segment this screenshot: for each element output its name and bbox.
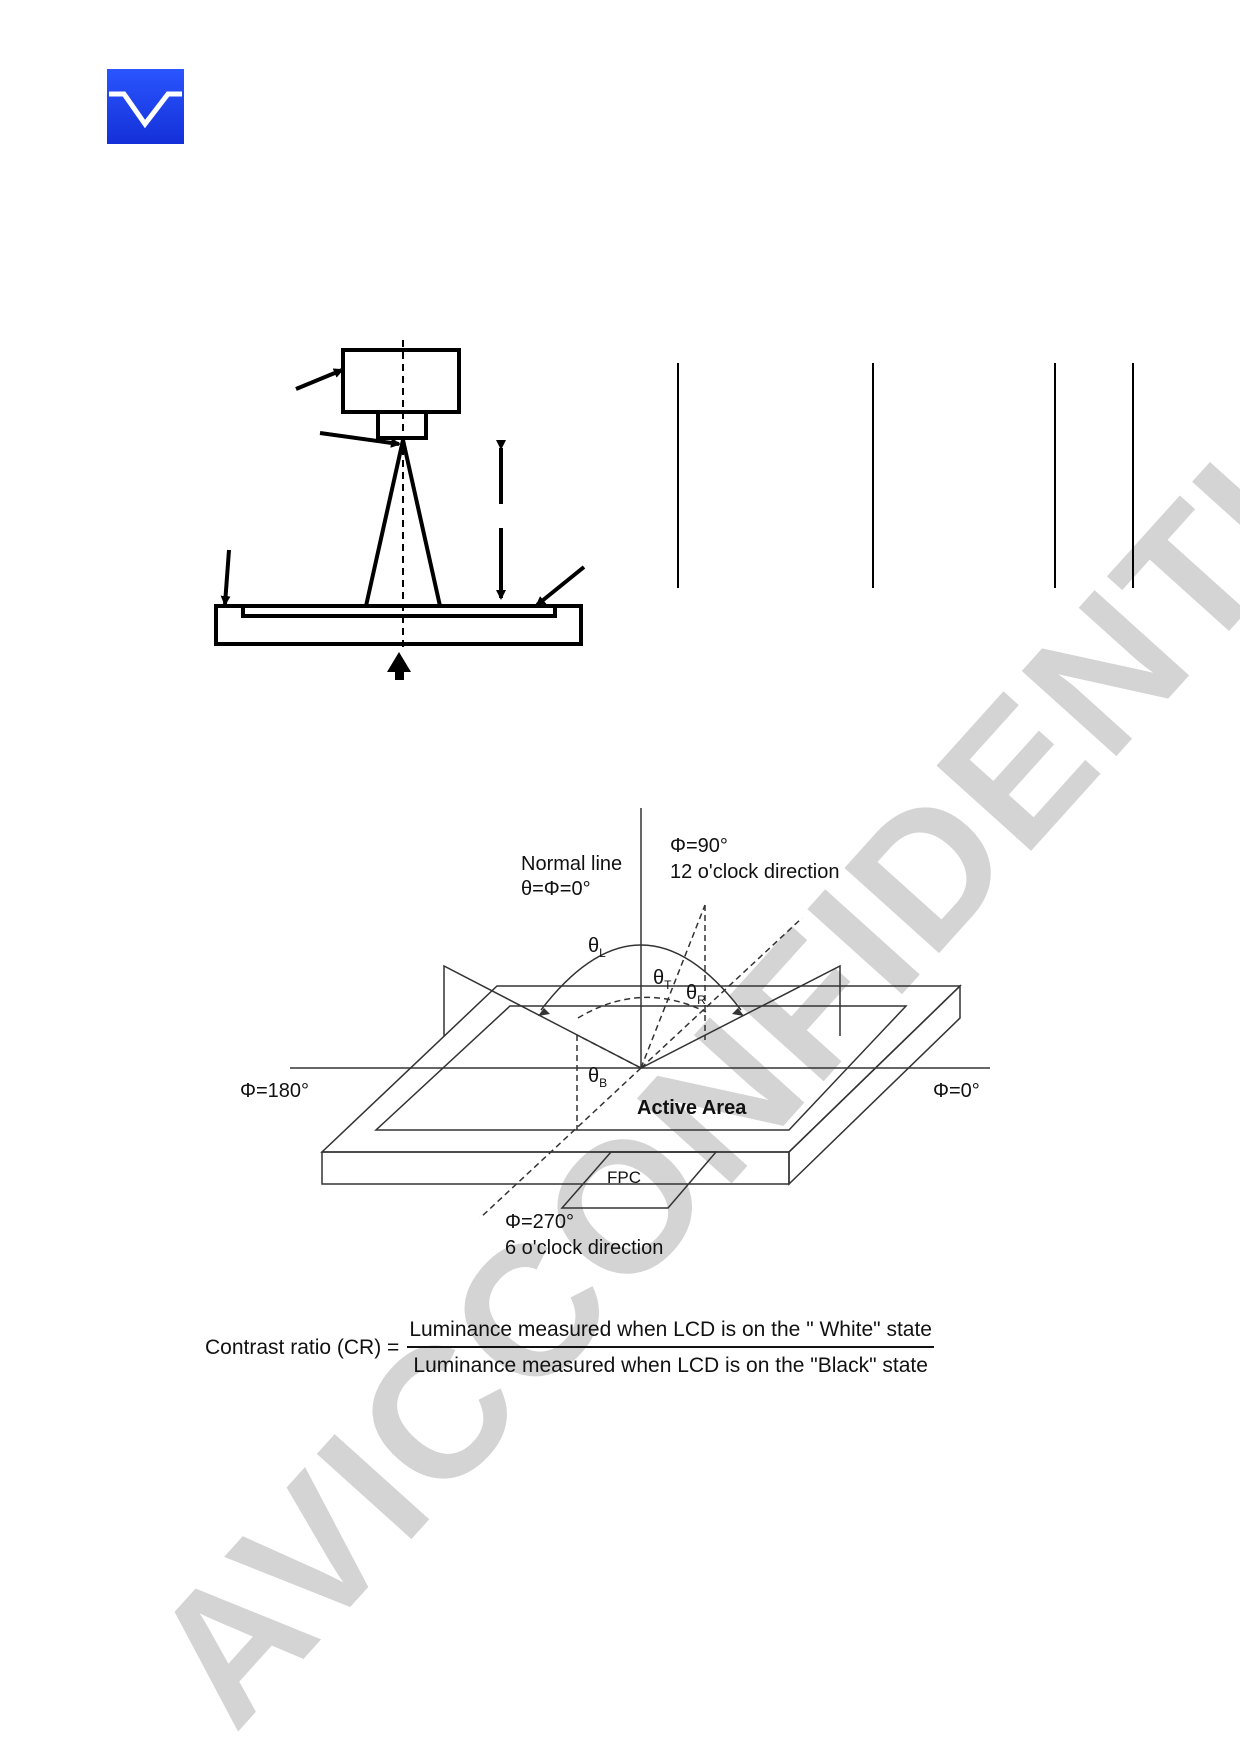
label-theta-r: θR: [686, 982, 706, 1007]
formula-denominator: Luminance measured when LCD is on the "B…: [413, 1354, 928, 1377]
label-theta-l: θL: [588, 935, 606, 960]
label-phi-0: Φ=0°: [933, 1080, 980, 1102]
label-phi-180: Φ=180°: [240, 1080, 309, 1102]
label-phi-90: Φ=90°: [670, 835, 728, 857]
label-phi-270: Φ=270°: [505, 1211, 574, 1233]
label-12-oclock: 12 o'clock direction: [670, 861, 839, 883]
label-active-area: Active Area: [637, 1097, 747, 1119]
contrast-ratio-formula: Contrast ratio (CR) = Luminance measured…: [205, 1318, 934, 1378]
label-normal-theta: θ=Φ=0°: [521, 878, 591, 900]
label-theta-b: θB: [588, 1065, 607, 1090]
formula-fraction: Luminance measured when LCD is on the " …: [407, 1318, 934, 1378]
label-theta-t: θT: [653, 967, 672, 992]
viewing-angle-diagram: Normal line θ=Φ=0° Φ=90° 12 o'clock dire…: [240, 808, 990, 1259]
company-logo-v-icon: [107, 69, 184, 144]
label-normal-line: Normal line: [521, 853, 622, 875]
measurement-setup-diagram: [214, 340, 1134, 680]
formula-numerator: Luminance measured when LCD is on the " …: [407, 1318, 934, 1348]
label-6-oclock: 6 o'clock direction: [505, 1237, 663, 1259]
formula-lhs: Contrast ratio (CR) =: [205, 1336, 400, 1359]
label-fpc: FPC: [607, 1168, 641, 1187]
